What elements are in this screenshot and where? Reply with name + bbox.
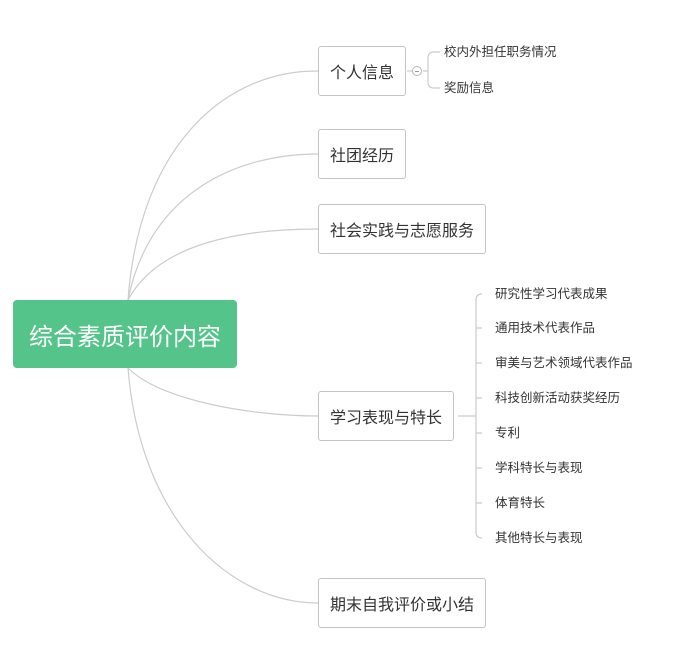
branch-social-practice[interactable]: 社会实践与志愿服务 bbox=[318, 204, 487, 254]
leaf-item[interactable]: 审美与艺术领域代表作品 bbox=[495, 355, 633, 370]
branch-label: 社会实践与志愿服务 bbox=[330, 221, 475, 240]
leaf-item[interactable]: 其他特长与表现 bbox=[495, 530, 583, 545]
branch-club-experience[interactable]: 社团经历 bbox=[318, 129, 407, 179]
leaf-item[interactable]: 奖励信息 bbox=[444, 80, 495, 95]
link-root-summary bbox=[127, 367, 319, 604]
branch-personal-info[interactable]: 个人信息 bbox=[318, 46, 407, 96]
collapse-toggle-icon[interactable] bbox=[412, 66, 422, 76]
bracket-study bbox=[475, 293, 483, 539]
link-root-club bbox=[127, 153, 319, 301]
leaf-item[interactable]: 科技创新活动获奖经历 bbox=[495, 390, 621, 405]
tick-study bbox=[476, 327, 482, 504]
branch-self-evaluation[interactable]: 期末自我评价或小结 bbox=[318, 578, 487, 628]
branch-label: 学习表现与特长 bbox=[330, 408, 443, 427]
leaf-item[interactable]: 校内外担任职务情况 bbox=[444, 44, 557, 59]
leaf-item[interactable]: 通用技术代表作品 bbox=[495, 320, 596, 335]
leaf-item[interactable]: 学科特长与表现 bbox=[495, 460, 583, 475]
root-node[interactable]: 综合素质评价内容 bbox=[13, 300, 237, 368]
link-root-study bbox=[127, 367, 319, 417]
root-label: 综合素质评价内容 bbox=[29, 322, 221, 351]
bracket-personal bbox=[423, 51, 440, 89]
branch-study-performance[interactable]: 学习表现与特长 bbox=[318, 391, 455, 441]
branch-label: 社团经历 bbox=[330, 146, 395, 165]
link-root-personal bbox=[127, 70, 319, 301]
leaf-item[interactable]: 体育特长 bbox=[495, 495, 546, 510]
leaf-item[interactable]: 专利 bbox=[495, 425, 521, 440]
branch-label: 期末自我评价或小结 bbox=[330, 595, 475, 614]
link-root-practice bbox=[127, 228, 319, 301]
branch-label: 个人信息 bbox=[330, 63, 395, 82]
leaf-item[interactable]: 研究性学习代表成果 bbox=[495, 286, 608, 301]
